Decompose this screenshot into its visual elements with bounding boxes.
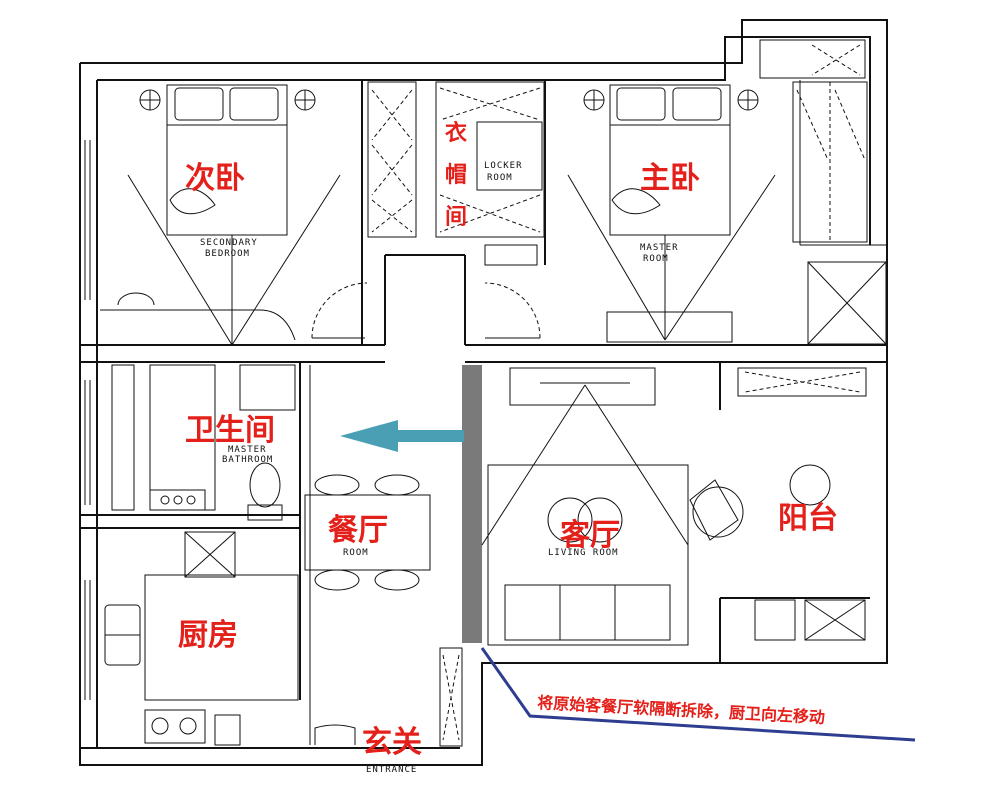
- lamp-icon: [583, 89, 605, 111]
- stove-icon: [144, 709, 206, 744]
- left-windows: [84, 140, 135, 700]
- cloakroom-sublabel-1: LOCKER: [484, 161, 523, 171]
- master-bedroom-furniture: [567, 39, 887, 345]
- master-bedroom-label: 主卧: [640, 161, 700, 196]
- cloakroom-label-1: 衣: [445, 120, 467, 146]
- second-bedroom-label: 次卧: [185, 161, 245, 196]
- lamp-icon: [139, 89, 161, 111]
- bathroom-fixtures: [149, 364, 296, 521]
- interior-walls: [80, 80, 887, 745]
- entrance-label: 玄关: [362, 725, 422, 760]
- entrance-sublabel: ENTRANCE: [366, 765, 417, 775]
- cloakroom-furniture: [435, 81, 545, 266]
- kitchen-label: 厨房: [178, 618, 238, 653]
- annotation-leader: [480, 647, 916, 742]
- living-label: 客厅: [560, 518, 620, 553]
- living-room-furniture: [481, 367, 744, 646]
- renovation-note: 将原始客餐厅软隔断拆除，厨卫向左移动: [537, 693, 826, 727]
- master-bedroom-sublabel-1: MASTER: [640, 243, 679, 253]
- cloakroom-sublabel-2: ROOM: [487, 173, 513, 183]
- dining-sublabel: ROOM: [343, 548, 369, 558]
- master-bedroom-sublabel-2: ROOM: [643, 254, 669, 264]
- arrow-left-icon: [340, 420, 464, 452]
- sink-icon: [104, 604, 141, 666]
- balcony-fixtures: [737, 367, 867, 641]
- balcony-label: 阳台: [778, 501, 838, 536]
- doors: [311, 282, 541, 339]
- cloakroom-label-3: 间: [445, 205, 467, 230]
- soft-partition: [462, 365, 482, 643]
- second-bedroom-sublabel-2: BEDROOM: [205, 249, 250, 259]
- cloakroom-label-2: 帽: [445, 163, 467, 188]
- entrance-cabinet: [314, 647, 463, 747]
- bathroom-label: 卫生间: [185, 413, 275, 448]
- toilet-icon: [247, 462, 283, 521]
- second-bedroom-sublabel-1: SECONDARY: [200, 238, 258, 248]
- lamp-icon: [737, 89, 759, 111]
- living-sublabel: LIVING ROOM: [548, 548, 619, 558]
- armchair-icon: [689, 479, 744, 541]
- lamp-icon: [294, 89, 316, 111]
- kitchen-fixtures: [104, 531, 299, 746]
- outer-walls: [79, 19, 888, 766]
- dining-table: [304, 474, 431, 591]
- bathroom-sublabel-2: BATHROOM: [222, 455, 273, 465]
- sofa-icon: [504, 584, 671, 641]
- second-bedroom-furniture: [100, 81, 417, 346]
- dining-label: 餐厅: [328, 513, 388, 548]
- bathroom-sublabel-1: MASTER: [228, 445, 267, 455]
